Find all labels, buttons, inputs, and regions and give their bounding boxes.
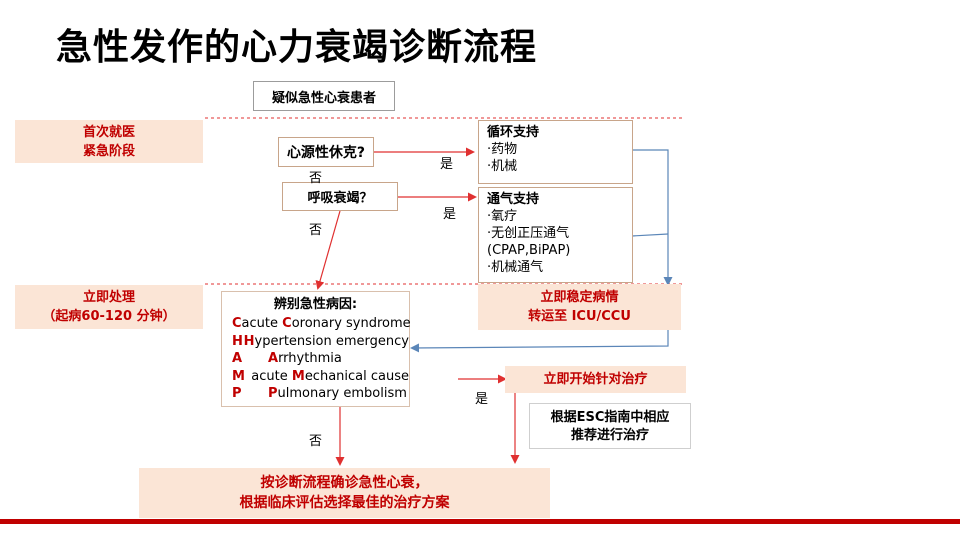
arrow-stabilize-to-champ [410,330,669,353]
label-yes-champ: 是 [475,392,489,407]
ventilatory-support-item: ·无创正压通气 [487,226,570,241]
circulatory-support-box: 循环支持 ·药物 ·机械 [478,120,633,184]
ventilatory-support-box: 通气支持 ·氧疗 ·无创正压通气 (CPAP,BiPAP) ·机械通气 [478,187,633,283]
arrow-circ-to-stabilize [632,149,673,286]
start-label: 疑似急性心衰患者 [271,90,376,106]
decision-shock: 心源性休克? [278,137,374,167]
decision-resp-label: 呼吸衰竭？ [307,191,373,206]
label-no-champ: 否 [309,434,323,449]
stabilize-line1: 立即稳定病情 [540,290,619,305]
champ-letter: P [232,386,242,401]
ventilatory-support-item: (CPAP,BiPAP) [487,243,571,258]
start-box: 疑似急性心衰患者 [253,81,395,111]
decision-resp: 呼吸衰竭？ [282,182,398,211]
treat-now-label: 立即开始针对治疗 [543,372,648,387]
champ-text: Arrhythmia [268,351,342,366]
circulatory-support-item: ·机械 [487,159,518,174]
stabilize-line2: 转运至 ICU/CCU [528,309,631,324]
ventilatory-support-item: ·氧疗 [487,209,518,224]
treat-now-box: 立即开始针对治疗 [505,366,686,393]
stabilize-box: 立即稳定病情 转运至 ICU/CCU [478,284,681,330]
arrow-vent-join [631,233,669,237]
final-line1: 按诊断流程确诊急性心衰， [260,475,429,491]
circulatory-support-item: ·药物 [487,142,518,157]
champ-row: A Arrhythmia [232,350,409,368]
esc-guideline-box: 根据ESC指南中相应 推荐进行治疗 [529,403,691,449]
champ-letter: C [232,316,242,331]
phase-emergency: 首次就医 紧急阶段 [15,120,203,163]
label-no-shock: 否 [309,171,323,186]
phase-immediate-line2: （起病60-120 分钟） [42,309,176,324]
label-no-resp: 否 [309,223,323,238]
champ-text: Pulmonary embolism [268,386,407,401]
esc-line2: 推荐进行治疗 [570,428,649,443]
champ-row: C acute Coronary syndrome [232,315,411,333]
phase-emergency-line1: 首次就医 [82,125,135,140]
champ-letter: M [232,368,245,384]
champ-row: M acute Mechanical cause [232,368,409,386]
label-yes-shock: 是 [440,157,454,172]
champ-box: 辨别急性病因: C acute Coronary syndrome H Hype… [221,291,411,407]
champ-title: 辨别急性病因: [273,297,358,312]
page-title: 急性发作的心力衰竭诊断流程 [56,27,538,68]
champ-text: acute Coronary syndrome [241,316,411,331]
label-yes-resp: 是 [443,207,457,222]
champ-letter: H [232,333,243,349]
bottom-bar [0,519,960,524]
esc-line1: 根据ESC指南中相应 [550,410,670,425]
champ-text: Hypertension emergency [243,333,409,349]
final-box: 按诊断流程确诊急性心衰， 根据临床评估选择最佳的治疗方案 [139,468,550,518]
champ-letter: A [232,351,243,366]
ventilatory-support-item: ·机械通气 [487,260,544,275]
arrow-resp-no [315,210,341,290]
phase-immediate-line1: 立即处理 [82,290,135,305]
decision-shock-label: 心源性休克? [286,145,366,161]
circulatory-support-title: 循环支持 [487,125,540,140]
champ-text: acute Mechanical cause [251,368,409,384]
phase-immediate: 立即处理 （起病60-120 分钟） [15,285,203,329]
phase-emergency-line2: 紧急阶段 [82,144,135,159]
ventilatory-support-title: 通气支持 [487,192,540,207]
champ-row: H Hypertension emergency [232,333,409,351]
champ-row: P Pulmonary embolism [232,385,409,403]
final-line2: 根据临床评估选择最佳的治疗方案 [239,495,450,511]
